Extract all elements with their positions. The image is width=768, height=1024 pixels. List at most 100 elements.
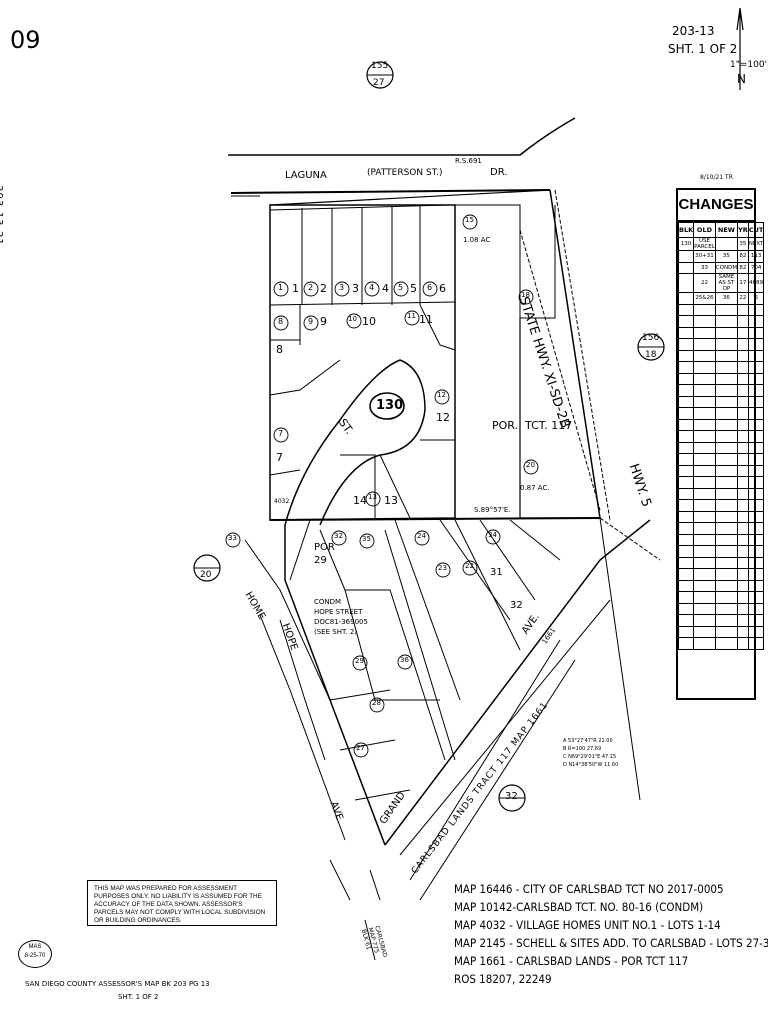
parcel-22: 22 xyxy=(465,562,474,570)
street-patterson: (PATTERSON ST.) xyxy=(367,168,443,178)
scale-label: 1"=100' xyxy=(730,60,768,70)
changes-cell xyxy=(677,625,695,638)
changes-title: CHANGES xyxy=(678,190,754,222)
parcel-9: 9 xyxy=(308,317,314,326)
map-references: MAP 16446 - CITY OF CARLSBAD TCT NO 2017… xyxy=(454,880,768,988)
lot-11: 11 xyxy=(419,313,433,326)
curve-note-c: C N69°29'01"E 47.15 xyxy=(563,754,617,760)
parcel-13: 13 xyxy=(368,493,377,501)
changes-empty-row xyxy=(677,579,765,592)
changes-cell xyxy=(747,579,765,592)
bearing-label: S.89°57'E. xyxy=(474,506,511,514)
map-ref-3: MAP 4032 - VILLAGE HOMES UNIT NO.1 - LOT… xyxy=(454,918,721,932)
map-ref-1: MAP 16446 - CITY OF CARLSBAD TCT NO 2017… xyxy=(454,882,724,896)
changes-cell xyxy=(677,522,695,535)
changes-cell xyxy=(714,237,739,251)
changes-cell xyxy=(714,522,739,535)
changes-empty-row xyxy=(677,372,765,385)
changes-cell xyxy=(714,602,739,615)
changes-empty-row xyxy=(677,476,765,489)
street-dr: DR. xyxy=(490,167,508,178)
changes-empty-row xyxy=(677,614,765,627)
parcel-5: 5 xyxy=(398,283,404,292)
changes-empty-row xyxy=(677,602,765,615)
lot-4: 4 xyxy=(382,282,389,295)
parcel-35: 35 xyxy=(362,535,371,543)
lot-8: 8 xyxy=(276,343,283,356)
changes-cell xyxy=(747,522,765,535)
changes-cell xyxy=(677,614,695,627)
por-tct-117: POR. TCT. 117 xyxy=(492,419,573,432)
map-ref-6: ROS 18207, 22249 xyxy=(454,972,552,986)
changes-empty-row xyxy=(677,349,765,362)
changes-cell xyxy=(714,545,739,558)
map-4032-label: 4032 xyxy=(274,498,290,505)
condm-label: CONDM xyxy=(314,598,342,606)
map-ref-5: MAP 1661 - CARLSBAD LANDS - POR TCT 117 xyxy=(454,954,689,968)
lot-7: 7 xyxy=(276,451,283,464)
changes-empty-row xyxy=(677,591,765,604)
ref-circle-top-b: 27 xyxy=(373,78,385,88)
changes-cell xyxy=(714,556,739,569)
changes-cell xyxy=(747,625,765,638)
hope-street-label: HOPE STREET xyxy=(314,608,363,616)
lot-9: 9 xyxy=(320,315,327,328)
parcel-6: 6 xyxy=(427,283,433,292)
changes-cell xyxy=(677,533,695,546)
parcel-29: 29 xyxy=(355,657,364,665)
parcel-3: 3 xyxy=(339,283,345,292)
changes-empty-row xyxy=(677,533,765,546)
changes-date: 8/10/21 TR xyxy=(700,174,733,181)
parcel-15: 15 xyxy=(465,216,474,224)
changes-cell: 4689 xyxy=(747,273,765,293)
parcel-33: 33 xyxy=(228,534,237,542)
acreage-20: 0.87 AC. xyxy=(520,484,550,492)
date-stamp: MAS 8-25-70 xyxy=(18,940,52,968)
footer-title: SAN DIEGO COUNTY ASSESSOR'S MAP BK 203 P… xyxy=(25,980,210,988)
changes-cell: NEXT xyxy=(747,237,765,251)
curve-note-a: A 53°27'47"R 21.00 xyxy=(563,738,613,744)
ref-circle-left: 20 xyxy=(200,570,212,580)
see-sheet-2: (SEE SHT. 2) xyxy=(314,628,358,636)
lot-12: 12 xyxy=(436,411,450,424)
changes-cell xyxy=(677,637,695,650)
footer-sheet: SHT. 1 OF 2 xyxy=(118,993,159,1001)
changes-cell xyxy=(677,568,695,581)
changes-cell xyxy=(714,614,739,627)
changes-cell xyxy=(747,591,765,604)
changes-cell xyxy=(747,533,765,546)
lot-2: 2 xyxy=(320,282,327,295)
acreage-15: 1.08 AC xyxy=(463,236,491,244)
ref-circle-right-b: 18 xyxy=(645,350,657,360)
stamp-initials: MAS xyxy=(28,944,42,950)
parcel-7: 7 xyxy=(278,429,284,438)
changes-cell xyxy=(677,579,695,592)
north-label: N xyxy=(737,72,746,86)
changes-cell xyxy=(677,545,695,558)
parcel-2: 2 xyxy=(308,283,314,292)
changes-cell xyxy=(677,510,695,523)
lot-13: 13 xyxy=(384,494,398,507)
changes-cell xyxy=(714,579,739,592)
changes-cell xyxy=(714,591,739,604)
changes-cell xyxy=(747,510,765,523)
changes-cell xyxy=(747,602,765,615)
parcel-32: 32 xyxy=(334,532,343,540)
lot-3: 3 xyxy=(352,282,359,295)
record-survey: R.S.691 xyxy=(455,157,482,165)
curve-notes: A 53°27'47"R 21.00 B R=100 27.69 C N69°2… xyxy=(563,737,618,769)
ref-circle-right-a: 156 xyxy=(642,333,660,343)
lot-6: 6 xyxy=(439,282,446,295)
changes-cell xyxy=(714,533,739,546)
parcel-11: 11 xyxy=(407,312,416,320)
block-number: 130 xyxy=(376,398,404,413)
changes-empty-row xyxy=(677,510,765,523)
changes-cell xyxy=(677,602,695,615)
changes-cell: SAME AS ST OP xyxy=(714,273,739,293)
sheet-number: SHT. 1 OF 2 xyxy=(668,42,738,56)
changes-empty-row xyxy=(677,395,765,408)
